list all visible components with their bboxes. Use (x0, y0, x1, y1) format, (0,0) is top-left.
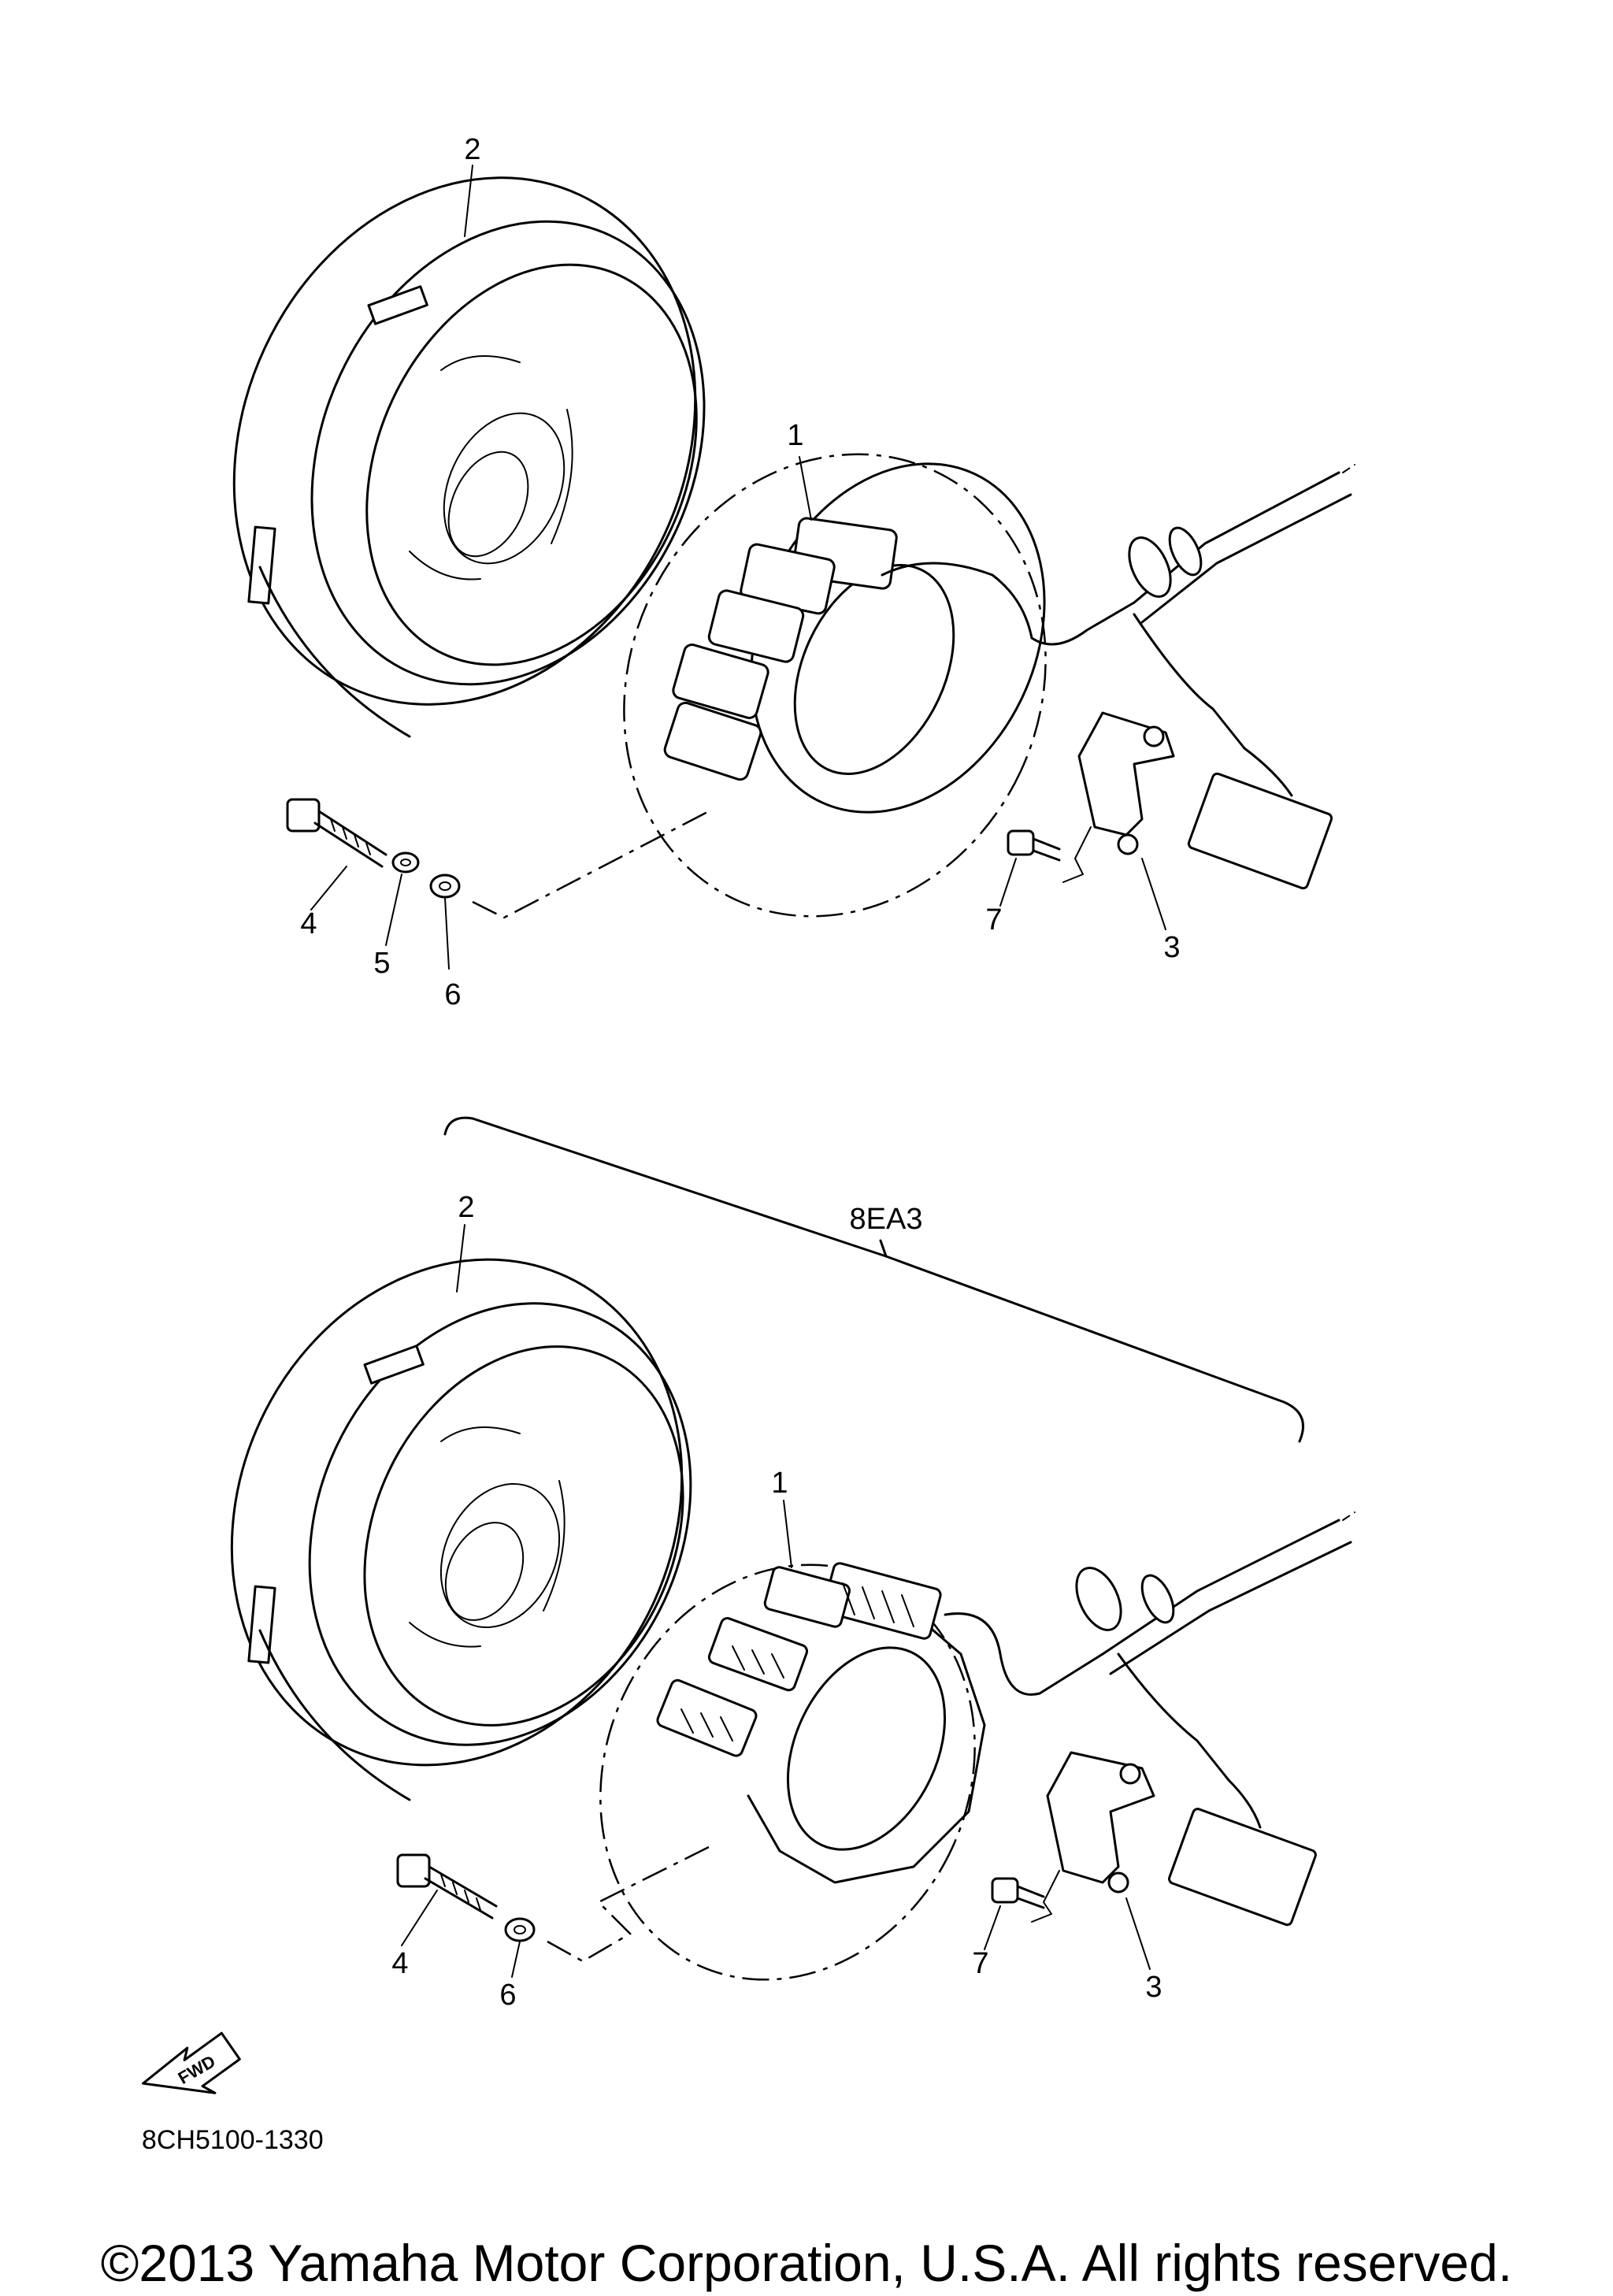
top-assembly: 1 2 3 4 5 6 7 (232, 133, 1355, 1011)
top-bracket (1062, 711, 1175, 883)
top-bolt (286, 798, 387, 868)
bottom-callout-2: 2 (458, 1191, 474, 1224)
bottom-leader-lines (401, 1224, 1151, 1978)
bottom-lead-wire (1075, 1512, 1355, 1927)
figure-code: 8CH5100-1330 (142, 2125, 324, 2155)
top-callout-6: 6 (444, 978, 461, 1011)
bottom-assembly: 8EA3 (230, 1116, 1355, 2012)
model-bracket (443, 1116, 1304, 1443)
model-code-label: 8EA3 (850, 1203, 923, 1236)
top-callout-1: 1 (787, 419, 803, 452)
top-rotor (232, 176, 706, 738)
bottom-callout-4: 4 (391, 1947, 408, 1980)
bottom-washer-6 (504, 1917, 536, 1942)
top-lead-wire (1128, 464, 1355, 890)
fwd-arrow: FWD (142, 2031, 241, 2094)
bottom-stator (599, 1562, 1104, 1981)
bottom-callout-7: 7 (972, 1947, 988, 1980)
top-screw-7 (1007, 829, 1061, 862)
top-callout-5: 5 (373, 947, 390, 980)
top-washer-6 (429, 874, 461, 899)
top-leader-lines (310, 165, 1166, 970)
top-callout-4: 4 (300, 907, 317, 940)
bottom-callout-6: 6 (499, 1979, 516, 2012)
top-stator (623, 453, 1136, 918)
top-callout-2: 2 (464, 133, 480, 166)
bottom-rotor (230, 1258, 692, 1801)
bottom-bolt (396, 1853, 498, 1920)
bottom-screw-7 (991, 1877, 1045, 1909)
bottom-callout-3: 3 (1145, 1971, 1162, 2004)
bottom-callout-1: 1 (771, 1467, 788, 1500)
top-callout-7: 7 (985, 903, 1002, 937)
top-washer-5 (391, 851, 420, 874)
copyright-notice: ©2013 Yamaha Motor Corporation, U.S.A. A… (100, 2234, 1513, 2292)
bottom-bracket (1031, 1751, 1155, 1923)
top-callout-3: 3 (1163, 931, 1180, 964)
